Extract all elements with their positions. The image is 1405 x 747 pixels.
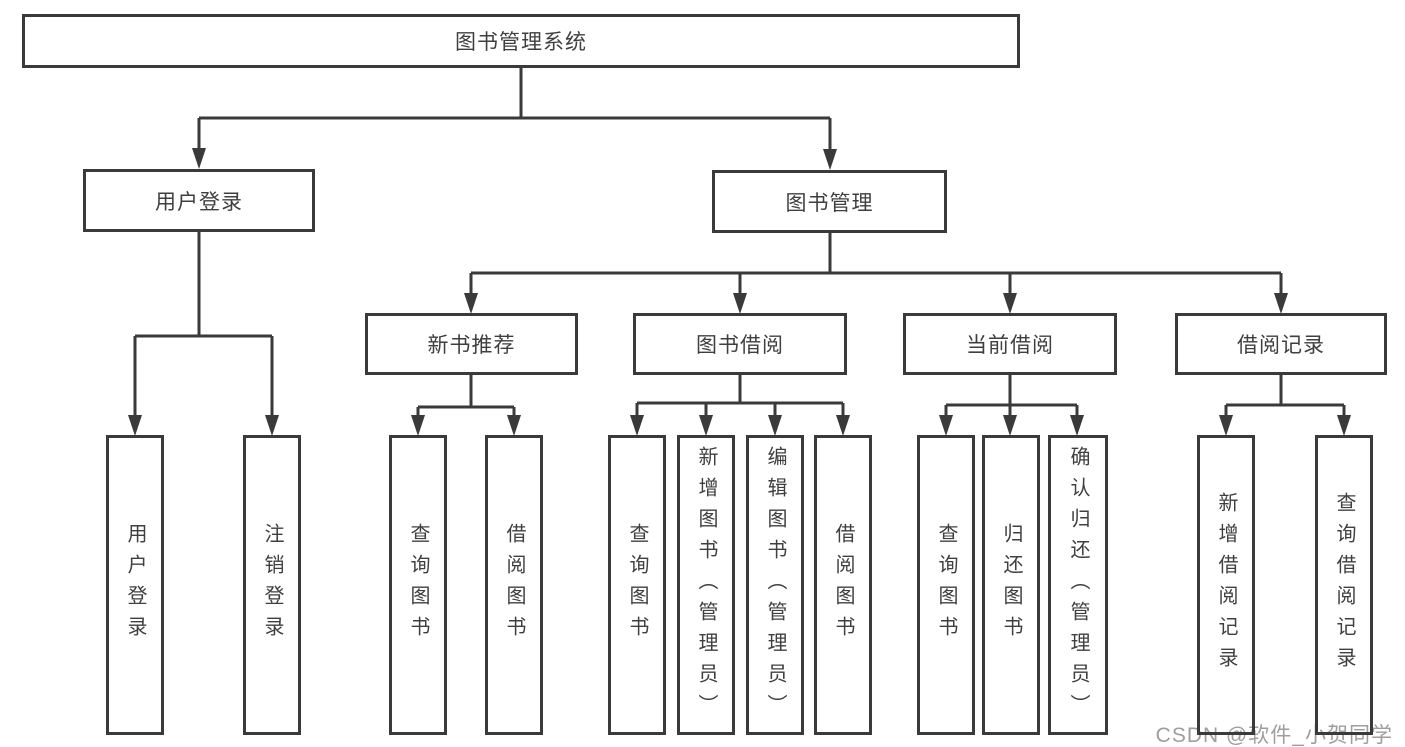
leaf-label: 归还图书 bbox=[1000, 523, 1022, 647]
leaf-borrow-books: 借阅图书 bbox=[814, 435, 872, 735]
node-new-book-recommendation: 新书推荐 bbox=[365, 313, 578, 375]
leaf-edit-book-admin: 编辑图书（管理员） bbox=[746, 435, 804, 735]
leaf-label: 借阅图书 bbox=[503, 523, 525, 647]
leaf-label: 用户登录 bbox=[124, 523, 146, 647]
leaf-label: 查询借阅记录 bbox=[1333, 492, 1355, 678]
leaf-label: 注销登录 bbox=[261, 523, 283, 647]
leaf-query-books-borrow: 查询图书 bbox=[608, 435, 666, 735]
leaf-label: 查询图书 bbox=[626, 523, 648, 647]
leaf-add-borrow-record: 新增借阅记录 bbox=[1197, 435, 1255, 735]
leaf-borrow-books-recommend: 借阅图书 bbox=[485, 435, 543, 735]
leaf-return-book: 归还图书 bbox=[982, 435, 1040, 735]
leaf-query-borrow-record: 查询借阅记录 bbox=[1315, 435, 1373, 735]
leaf-label: 新增图书（管理员） bbox=[695, 445, 717, 725]
leaf-query-books-current: 查询图书 bbox=[917, 435, 975, 735]
leaf-query-books-recommend: 查询图书 bbox=[389, 435, 447, 735]
leaf-label: 查询图书 bbox=[407, 523, 429, 647]
leaf-label: 确认归还（管理员） bbox=[1067, 445, 1089, 725]
node-borrowing-records: 借阅记录 bbox=[1175, 313, 1387, 375]
leaf-label: 新增借阅记录 bbox=[1215, 492, 1237, 678]
leaf-logout: 注销登录 bbox=[243, 435, 301, 735]
leaf-label: 借阅图书 bbox=[832, 523, 854, 647]
leaf-user-login: 用户登录 bbox=[106, 435, 164, 735]
node-book-borrowing: 图书借阅 bbox=[633, 313, 847, 375]
node-book-management: 图书管理 bbox=[712, 170, 947, 233]
leaf-add-book-admin: 新增图书（管理员） bbox=[677, 435, 735, 735]
leaf-label: 编辑图书（管理员） bbox=[764, 445, 786, 725]
node-current-borrowing: 当前借阅 bbox=[903, 313, 1117, 375]
leaf-label: 查询图书 bbox=[935, 523, 957, 647]
node-library-management-system: 图书管理系统 bbox=[22, 14, 1020, 68]
node-user-login: 用户登录 bbox=[83, 169, 315, 232]
leaf-confirm-return-admin: 确认归还（管理员） bbox=[1048, 435, 1108, 735]
connector-lines bbox=[133, 68, 1346, 419]
watermark: CSDN @软件_小贺同学 bbox=[1155, 724, 1393, 747]
